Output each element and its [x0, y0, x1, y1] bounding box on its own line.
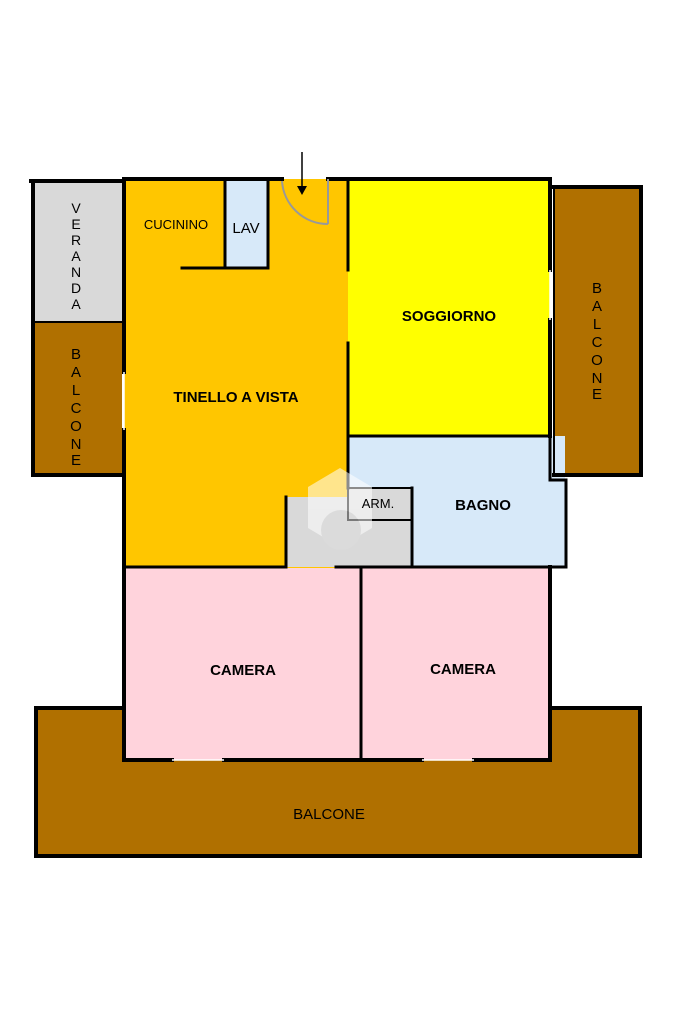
svg-text:N: N [592, 370, 603, 387]
tinello-label: TINELLO A VISTA [173, 389, 298, 406]
camera-overlay [124, 708, 550, 760]
windows [123, 270, 551, 761]
entrance-door [281, 179, 329, 226]
room-veranda [33, 183, 122, 322]
svg-text:E: E [71, 452, 81, 469]
svg-text:L: L [72, 382, 80, 399]
svg-text:E: E [71, 216, 80, 232]
balcone-left-label: B A L C O N E [70, 346, 82, 469]
watermark-logo [308, 468, 372, 550]
svg-text:B: B [592, 280, 602, 297]
room-balcone-right [554, 187, 641, 475]
svg-text:R: R [71, 232, 81, 248]
walls [29, 177, 643, 858]
lav-label: LAV [232, 220, 259, 237]
room-lav [226, 179, 268, 268]
svg-text:L: L [593, 316, 601, 333]
arm-label: ARM. [362, 496, 395, 511]
room-soggiorno [348, 179, 550, 436]
svg-text:N: N [71, 264, 81, 280]
camera-right-label: CAMERA [430, 661, 496, 678]
veranda-label: V E R A N D A [71, 200, 81, 312]
svg-text:A: A [71, 248, 81, 264]
svg-text:V: V [71, 200, 81, 216]
balcone-bottom-label: BALCONE [293, 806, 365, 823]
svg-text:D: D [71, 280, 81, 296]
svg-text:E: E [592, 386, 602, 403]
svg-text:O: O [70, 418, 82, 435]
svg-text:A: A [592, 298, 602, 315]
bagno-label: BAGNO [455, 497, 511, 514]
room-cucinino [124, 179, 225, 268]
svg-text:N: N [71, 436, 82, 453]
arrow-down-icon [297, 152, 307, 195]
svg-text:C: C [592, 334, 603, 351]
soggiorno-label: SOGGIORNO [402, 308, 497, 325]
svg-text:O: O [591, 352, 603, 369]
room-balcone-left [33, 322, 122, 475]
svg-text:A: A [71, 364, 81, 381]
balcone-right-label: B A L C O N E [591, 280, 603, 403]
camera-left-label: CAMERA [210, 662, 276, 679]
cucinino-label: CUCININO [144, 217, 208, 232]
svg-text:C: C [71, 400, 82, 417]
svg-text:A: A [71, 296, 81, 312]
svg-text:B: B [71, 346, 81, 363]
